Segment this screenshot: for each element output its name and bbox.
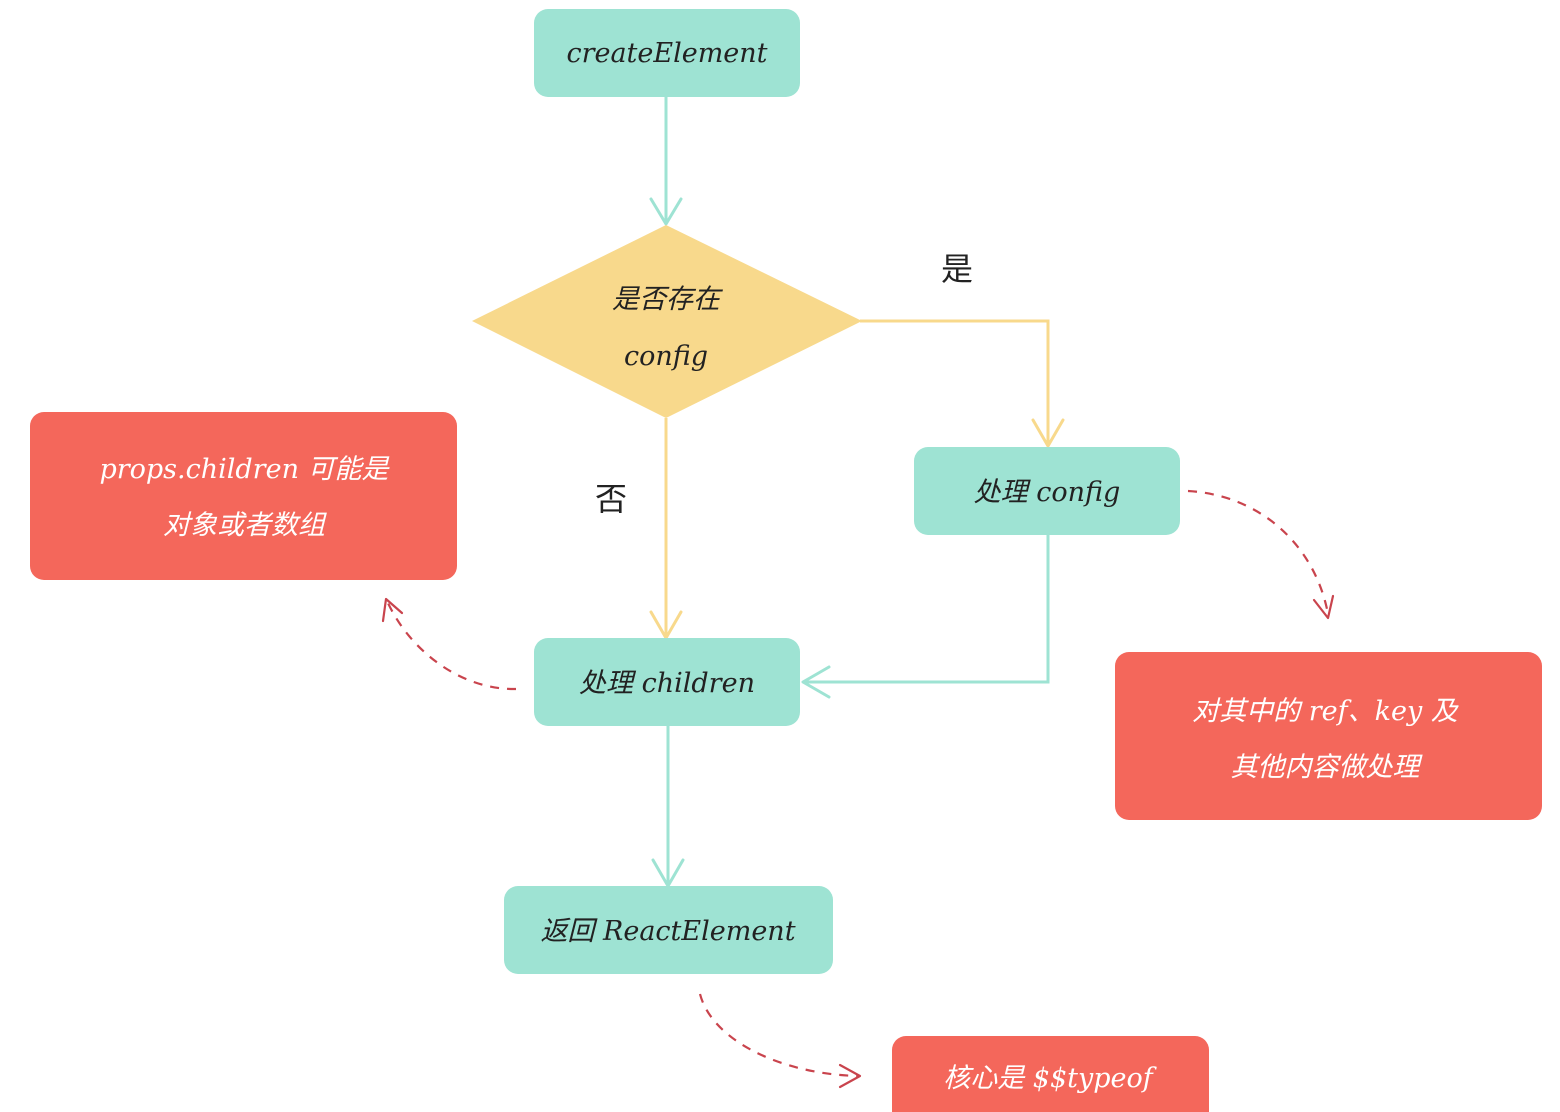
node-create-element[interactable]: createElement <box>534 9 800 97</box>
dashed-arrow-typeof-note <box>698 993 862 1089</box>
arrow-children-to-return <box>651 726 685 888</box>
return-react-element-label: 返回 ReactElement <box>540 916 795 947</box>
decision-label-line1: 是否存在 <box>612 284 723 315</box>
decision-label-line2: config <box>624 341 708 372</box>
children-note-line1: props.children 可能是 <box>99 454 390 485</box>
process-config-label: 处理 config <box>974 477 1121 508</box>
note-config[interactable]: 对其中的 ref、key 及 其他内容做处理 <box>1115 652 1542 820</box>
node-process-config[interactable]: 处理 config <box>914 447 1180 535</box>
process-children-label: 处理 children <box>579 668 755 699</box>
config-note-line1: 对其中的 ref、key 及 <box>1192 696 1460 727</box>
arrow-decision-to-children <box>649 418 683 640</box>
create-element-label: createElement <box>566 38 767 69</box>
dashed-arrow-children-note <box>381 597 517 691</box>
dashed-arrow-config-note <box>1187 489 1335 620</box>
node-return-react-element[interactable]: 返回 ReactElement <box>504 886 833 974</box>
node-decision-config[interactable]: 是否存在 config <box>472 225 862 418</box>
config-note-line2: 其他内容做处理 <box>1231 752 1424 783</box>
note-children[interactable]: props.children 可能是 对象或者数组 <box>30 412 457 580</box>
arrow-decision-to-config <box>860 319 1065 448</box>
edge-label-no: 否 <box>595 480 627 518</box>
typeof-note-label: 核心是 $$typeof <box>943 1063 1157 1094</box>
note-typeof[interactable]: 核心是 $$typeof <box>892 1036 1209 1112</box>
edge-label-yes: 是 <box>941 250 973 288</box>
node-process-children[interactable]: 处理 children <box>534 638 800 726</box>
arrow-create-to-decision <box>649 97 683 226</box>
children-note-line2: 对象或者数组 <box>163 510 327 541</box>
arrow-config-to-children <box>801 535 1050 699</box>
